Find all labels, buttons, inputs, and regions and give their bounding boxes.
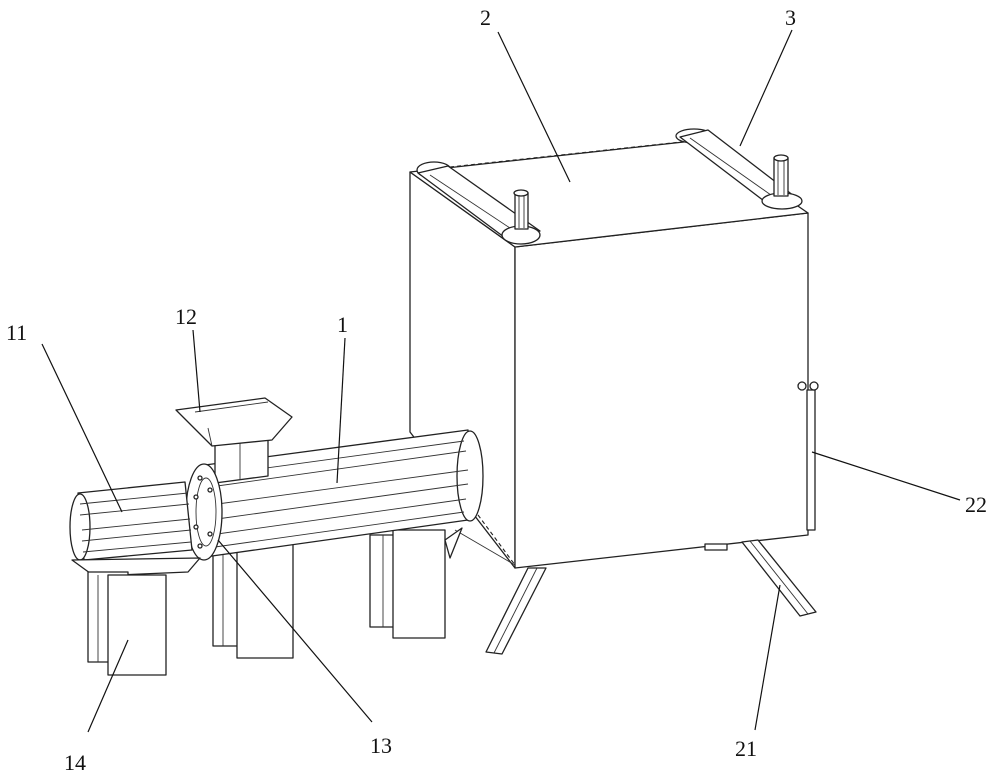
flange (185, 463, 223, 561)
label-14: 14 (64, 750, 86, 775)
rod-knob-left (797, 381, 807, 391)
leader-13 (217, 539, 373, 723)
side-rod-bar (806, 389, 816, 531)
leader-12 (192, 329, 201, 413)
leg-left-front (485, 567, 547, 655)
label-11: 11 (6, 320, 27, 345)
front-stand (87, 571, 167, 676)
rod-knob-right (809, 381, 819, 391)
label-12: 12 (175, 304, 197, 329)
front-stand-front (107, 574, 167, 676)
cabinet-hidden-edge (449, 140, 691, 168)
motor-rear (773, 157, 789, 197)
reference-numerals: 1 2 3 11 12 13 14 21 22 (6, 5, 987, 775)
extruder-supports (212, 527, 463, 659)
cabinet-legs (454, 529, 817, 655)
side-rod (797, 381, 819, 531)
label-3: 3 (785, 5, 796, 30)
leader-22 (811, 451, 961, 501)
label-1: 1 (337, 312, 348, 337)
cabinet-bottom-tab (704, 543, 728, 551)
motor-front (514, 192, 529, 230)
label-22: 22 (965, 492, 987, 517)
leader-11 (41, 343, 123, 513)
cabinet-front-face (514, 212, 809, 569)
flange-bolt-ring (195, 477, 217, 547)
leader-2 (497, 31, 571, 183)
leader-21 (754, 584, 781, 731)
leg-brace (454, 529, 516, 566)
label-13: 13 (370, 733, 392, 758)
barrel-hidden-line (477, 514, 516, 566)
hopper-funnel (175, 397, 293, 447)
leader-3 (739, 29, 793, 147)
label-21: 21 (735, 736, 757, 761)
leader-1 (336, 337, 346, 484)
die-head-body (77, 481, 193, 561)
belt-drive-front (416, 161, 541, 245)
belt-drive-rear (675, 128, 803, 210)
extruder-barrel (204, 429, 516, 566)
support-rear-front (392, 529, 446, 639)
support-rear-gusset (444, 527, 463, 559)
label-2: 2 (480, 5, 491, 30)
support-mid-front (236, 537, 294, 659)
die-head (69, 481, 201, 577)
leader-lines (41, 29, 961, 733)
hopper (175, 397, 293, 484)
barrel-end-cap (456, 430, 484, 522)
leader-14 (87, 639, 129, 733)
belt-front (417, 165, 541, 241)
